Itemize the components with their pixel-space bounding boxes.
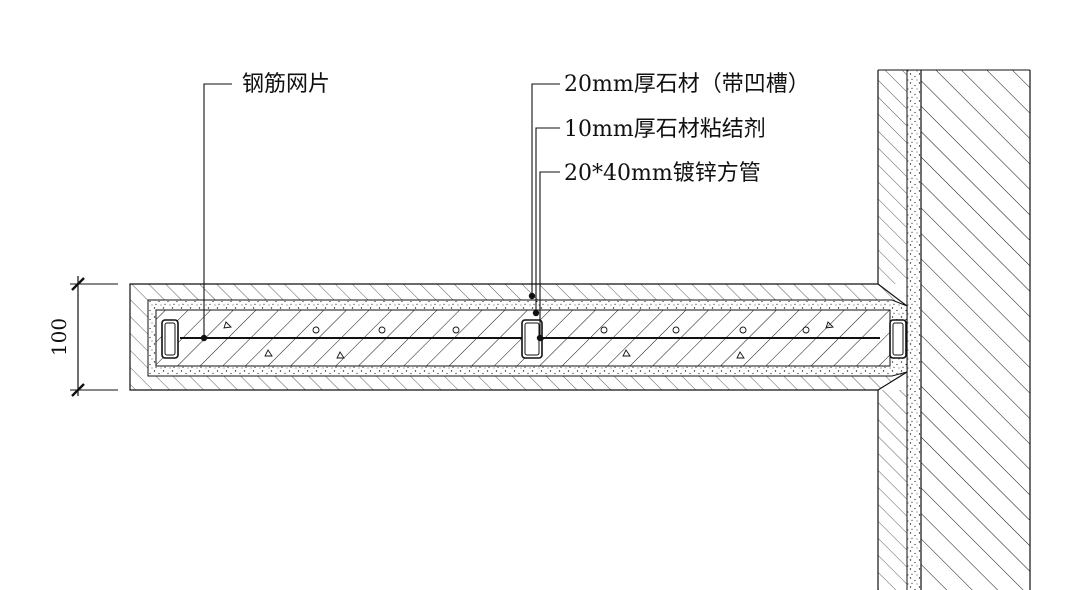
- leader-mesh: [200, 83, 232, 342]
- label-square-tube: 20*40mm镀锌方管: [564, 161, 761, 186]
- label-rebar-mesh: 钢筋网片: [242, 72, 330, 97]
- leader-tube: [536, 171, 560, 342]
- square-tube-left: [161, 319, 179, 359]
- label-adhesive: 10mm厚石材粘结剂: [564, 117, 766, 142]
- square-tube-right: [889, 319, 907, 359]
- wall-stone-upper: [878, 70, 907, 284]
- dimension-100: 100: [47, 276, 118, 397]
- wall-stone-lower: [878, 390, 907, 590]
- wall-structure: [921, 70, 1030, 590]
- slab: [129, 283, 908, 391]
- dimension-value: 100: [47, 318, 71, 356]
- label-stone: 20mm厚石材（带凹槽）: [564, 72, 810, 97]
- aggregate-marks: [223, 321, 834, 359]
- dimension-tick-top: [71, 277, 85, 291]
- wall: [877, 69, 1031, 590]
- leader-stone: [528, 83, 560, 300]
- wall-adhesive-layer: [907, 70, 921, 590]
- leader-adhesive: [532, 127, 560, 317]
- dimension-tick-bottom: [71, 383, 85, 397]
